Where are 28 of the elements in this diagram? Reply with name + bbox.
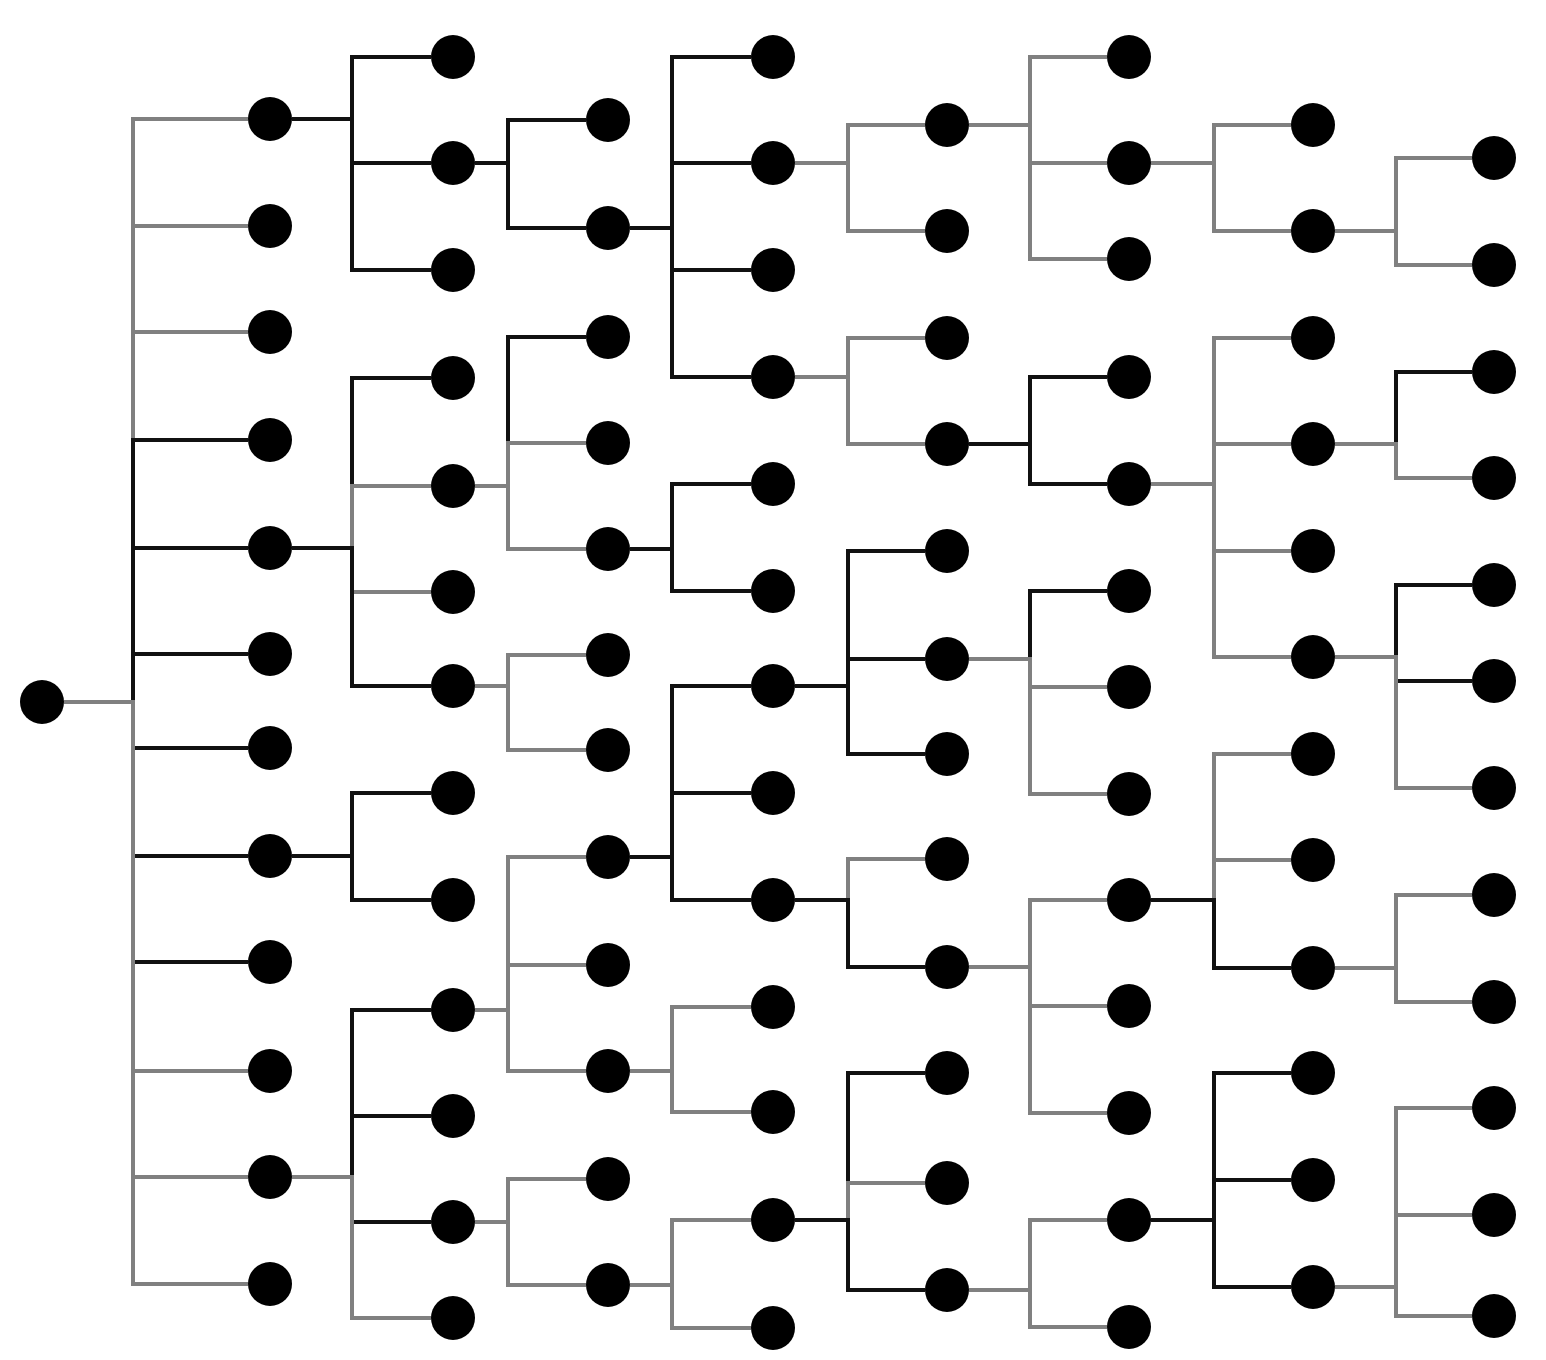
connector-line [1151, 1218, 1291, 1289]
connector-line [475, 161, 586, 230]
connector-line [1151, 161, 1291, 233]
connector-line [1335, 655, 1472, 790]
connector-line [969, 1288, 1107, 1329]
connector-line [795, 161, 925, 233]
connector-line [630, 226, 751, 379]
connector-line [1335, 1285, 1472, 1318]
connector-line [630, 1283, 751, 1330]
connector-line [475, 684, 586, 752]
connector-line [475, 1008, 586, 1073]
connector-line [795, 1218, 925, 1292]
connector-line [475, 1220, 586, 1287]
connector-line [630, 1069, 751, 1114]
connector-line [795, 684, 925, 756]
connector-line [1335, 966, 1472, 1004]
connector-line [1151, 898, 1291, 970]
connector-line [1335, 442, 1472, 480]
connector-line [630, 547, 751, 593]
connector-line [969, 442, 1107, 486]
connector-line [1335, 229, 1472, 267]
connector-line [292, 854, 431, 902]
connector-line [795, 898, 925, 969]
connector-line [292, 1175, 431, 1320]
connector-line [475, 484, 586, 551]
connector-line [969, 123, 1107, 261]
connector-line [630, 855, 751, 902]
connector-line [292, 546, 431, 688]
